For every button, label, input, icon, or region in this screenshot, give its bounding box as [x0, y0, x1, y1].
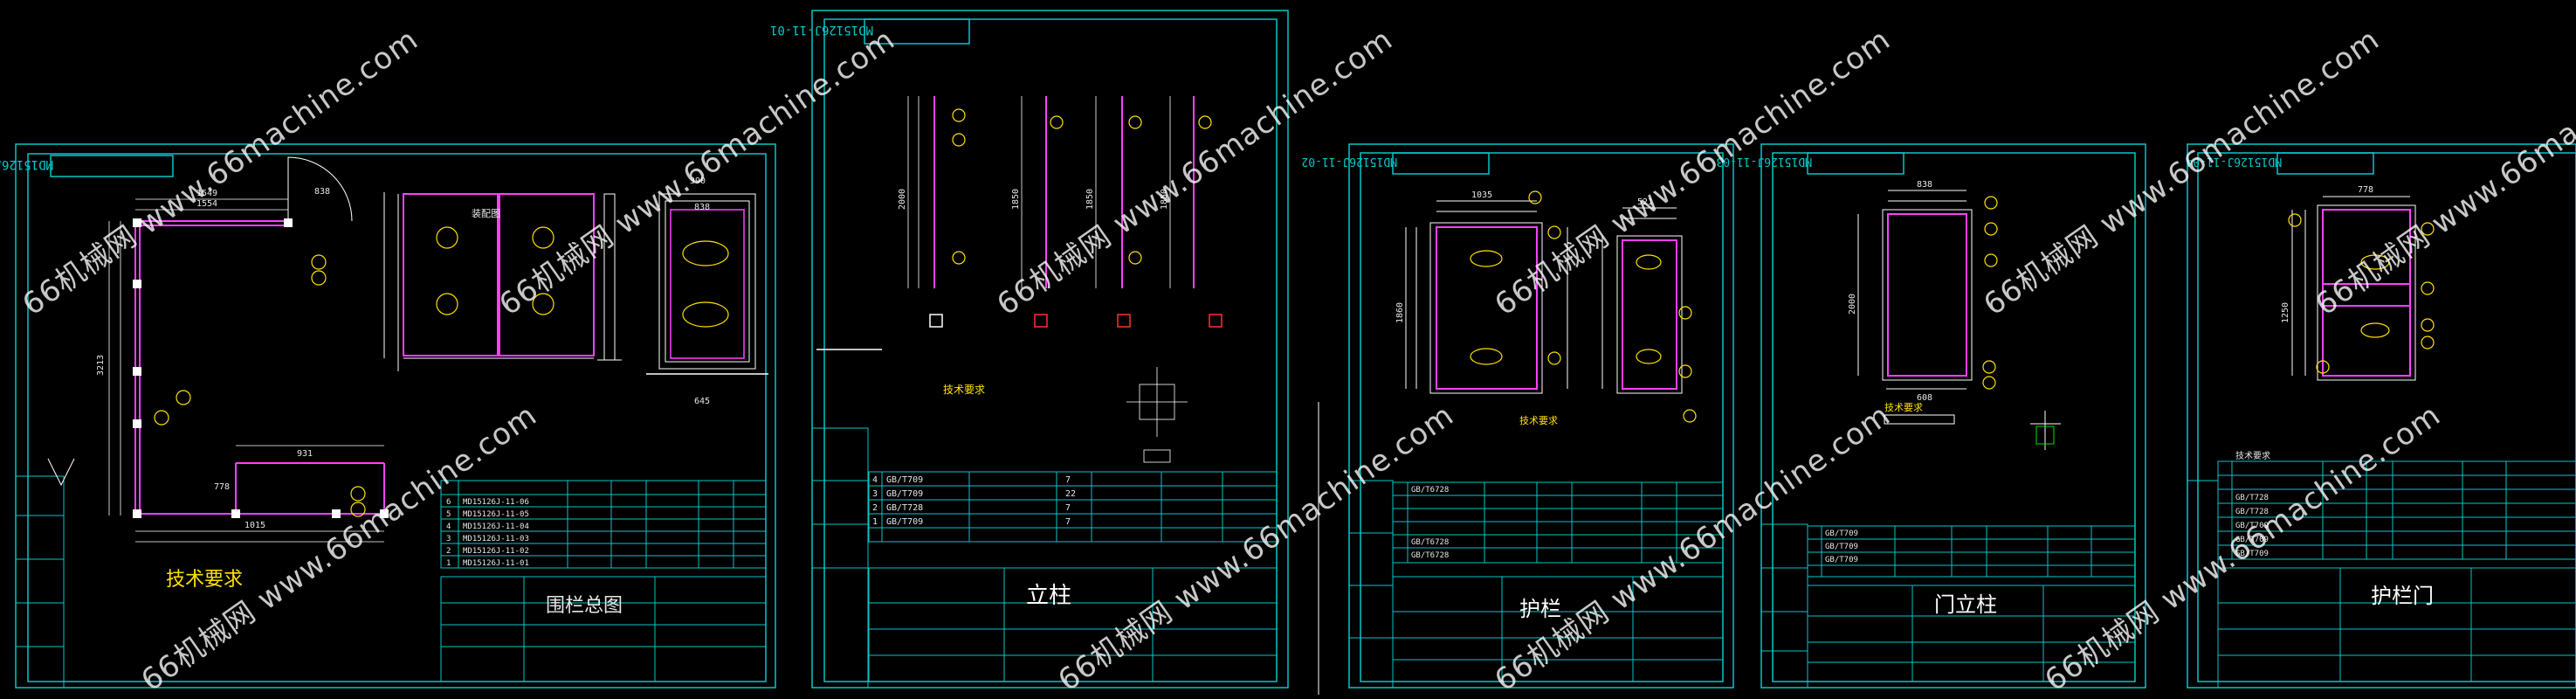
sheet1-parts-header: 装配图	[472, 208, 500, 219]
sheet2-row1-code: GB/T709	[886, 517, 923, 527]
sheet1-row1-code: MD15126J-11-01	[463, 559, 529, 568]
sheet4-row1-code: GB/T709	[1825, 556, 1858, 564]
sheet1-dim-i: 838	[694, 203, 710, 212]
sheet2-row3-no: 3	[872, 489, 878, 499]
sheet1-dim-a: 1549	[196, 189, 217, 198]
sheet2-title: 立柱	[1026, 583, 1071, 609]
sheet-fence-panel	[1348, 143, 1734, 689]
sheet1-row1-no: 1	[446, 559, 451, 568]
sheet2-row3-qty: 22	[1065, 489, 1076, 499]
sheet5-row1-code: GB/T709	[2235, 550, 2269, 558]
sheet2-dim-a: 2000	[898, 189, 907, 210]
sheet2-row4-qty: 7	[1065, 475, 1071, 485]
sheet1-dim-h: 390	[690, 176, 706, 186]
sheet5-code: MD15126J-11-04	[2186, 155, 2282, 168]
sheet4-dim-a: 838	[1917, 180, 1932, 190]
sheet-fence-door	[2187, 143, 2576, 689]
sheet2-code: MD15126J-11-01	[770, 23, 873, 37]
sheet1-dim-e: 931	[297, 449, 313, 459]
sheet1-code: MD15126J-11	[0, 157, 53, 171]
sheet2-dim-d: 1850	[1160, 189, 1169, 210]
sheet1-dim-b: 1554	[196, 199, 217, 209]
sheet1-row6-no: 6	[446, 498, 451, 507]
sheet3-row1-code: GB/T6728	[1411, 551, 1449, 560]
sheet1-row3-code: MD15126J-11-03	[463, 535, 529, 543]
sheet1-title: 围栏总图	[546, 595, 623, 617]
sheet1-dim-c: 838	[314, 187, 330, 197]
sheet3-title: 护栏	[1519, 597, 1561, 621]
sheet3-dim-a: 1035	[1471, 190, 1492, 200]
sheet4-row3-code: GB/T709	[1825, 529, 1858, 538]
sheet2-row3-code: GB/T709	[886, 489, 923, 499]
sheet-door-post	[1760, 143, 2146, 689]
sheet2-row2-qty: 7	[1065, 503, 1071, 513]
sheet2-notes-title: 技术要求	[943, 384, 985, 396]
sheet2-row4-code: GB/T709	[886, 475, 923, 485]
sheet1-row2-no: 2	[446, 547, 451, 556]
sheet2-row2-code: GB/T728	[886, 503, 923, 513]
sheet5-row3-code: GB/T709	[2235, 522, 2269, 530]
sheet2-row1-no: 1	[872, 517, 878, 527]
sheet4-row2-code: GB/T709	[1825, 543, 1858, 551]
sheet1-dim-g: 778	[214, 482, 230, 492]
sheet5-dim-a: 778	[2358, 185, 2373, 195]
sheet4-dim-c: 608	[1917, 393, 1932, 403]
sheet2-row2-no: 2	[872, 503, 878, 513]
sheet1-dim-j: 645	[694, 397, 710, 406]
sheet2-row4-no: 4	[872, 475, 878, 485]
sheet1-dim-d: 3213	[96, 355, 106, 376]
sheet1-row2-code: MD15126J-11-02	[463, 547, 529, 556]
sheet4-dim-b: 2000	[1848, 294, 1857, 315]
sheet2-row1-qty: 7	[1065, 517, 1071, 527]
sheet3-row6-code: GB/T6728	[1411, 486, 1449, 495]
sheet1-row6-code: MD15126J-11-06	[463, 498, 529, 507]
sheet1-row4-no: 4	[446, 523, 451, 531]
sheet4-notes-title: 技术要求	[1884, 402, 1923, 413]
sheet5-row4-code: GB/T728	[2235, 508, 2269, 516]
sheet-assembly	[15, 143, 776, 689]
sheet5-title: 护栏门	[2371, 584, 2434, 608]
sheet1-row4-code: MD15126J-11-04	[463, 523, 529, 531]
sheet5-notes-title: 技术要求	[2235, 450, 2270, 461]
sheet3-row2-code: GB/T6728	[1411, 538, 1449, 547]
sheet3-notes-title: 技术要求	[1519, 415, 1558, 426]
sheet5-dim-b: 1250	[2281, 302, 2290, 323]
sheet-posts	[811, 10, 1319, 695]
sheet1-dim-f: 1015	[245, 521, 265, 530]
sheet2-dim-b: 1850	[1011, 189, 1021, 210]
sheet3-dim-c: 1860	[1395, 302, 1405, 323]
sheet1-notes-title: 技术要求	[166, 569, 243, 591]
sheet2-dim-c: 1850	[1085, 189, 1095, 210]
sheet4-title: 门立柱	[1934, 592, 1997, 617]
sheet5-row5-code: GB/T728	[2235, 494, 2269, 502]
sheet3-dim-b: 521	[1637, 197, 1653, 207]
sheet3-code: MD15126J-11-02	[1301, 155, 1397, 168]
sheet1-row5-no: 5	[446, 510, 451, 519]
sheet5-row2-code: GB/T709	[2235, 536, 2269, 544]
sheet1-row5-code: MD15126J-11-05	[463, 510, 529, 519]
sheet1-row3-no: 3	[446, 535, 451, 543]
sheet4-code: MD15126J-11-03	[1716, 155, 1812, 168]
